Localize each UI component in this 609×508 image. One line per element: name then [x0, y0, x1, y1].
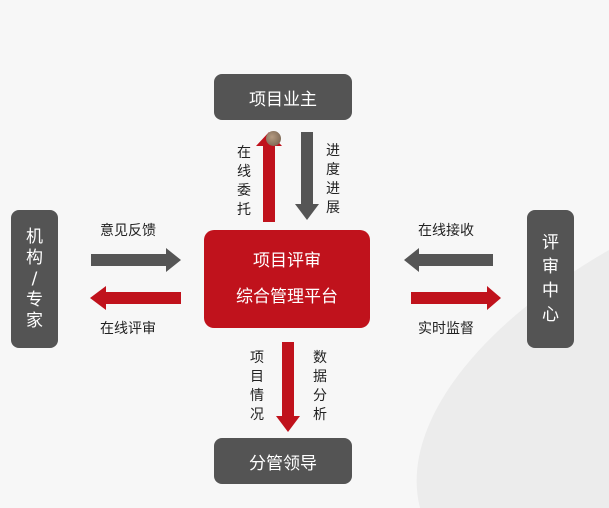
arrow-left-gray: [404, 248, 493, 272]
label-data-analysis: 数据 分析: [313, 350, 327, 423]
left-box-char: 专: [26, 289, 43, 310]
label-feedback: 意见反馈: [100, 223, 156, 239]
label-realtime-supervision: 实时监督: [418, 321, 474, 337]
arrow-right-red: [411, 286, 501, 310]
bottom-box-label: 分管领导: [249, 453, 317, 474]
arrow-up-red: [256, 132, 282, 222]
arrow-down-red: [276, 342, 300, 432]
right-box-char: 中: [542, 281, 559, 301]
label-project-status: 项目 情况: [250, 350, 264, 423]
center-line2: 综合管理平台: [236, 287, 338, 307]
cursor-icon: [266, 131, 281, 146]
right-box-char: 心: [542, 305, 559, 325]
top-box-project-owner[interactable]: 项目业主: [214, 74, 352, 120]
label-online-commission: 在线 委托: [237, 145, 251, 218]
label-online-review: 在线评审: [100, 321, 156, 337]
left-box-char: 家: [26, 310, 43, 331]
label-online-receive: 在线接收: [418, 223, 474, 239]
center-line1: 项目评审: [253, 251, 321, 271]
arrow-right-gray: [91, 248, 181, 272]
right-box-review-center[interactable]: 评 审 中 心: [527, 210, 574, 348]
arrow-down-gray: [295, 132, 319, 220]
left-box-experts[interactable]: 机 构 / 专 家: [11, 210, 58, 348]
arrow-left-red: [90, 286, 181, 310]
bottom-box-leader[interactable]: 分管领导: [214, 438, 352, 484]
label-progress: 进度 进展: [326, 143, 340, 216]
right-box-char: 审: [542, 257, 559, 277]
right-box-char: 评: [542, 233, 559, 253]
center-platform-box[interactable]: 项目评审 综合管理平台: [204, 230, 370, 328]
left-box-char: 构: [26, 247, 43, 268]
left-box-char: 机: [26, 226, 43, 247]
left-box-char: /: [31, 268, 38, 289]
top-box-label: 项目业主: [249, 89, 317, 110]
